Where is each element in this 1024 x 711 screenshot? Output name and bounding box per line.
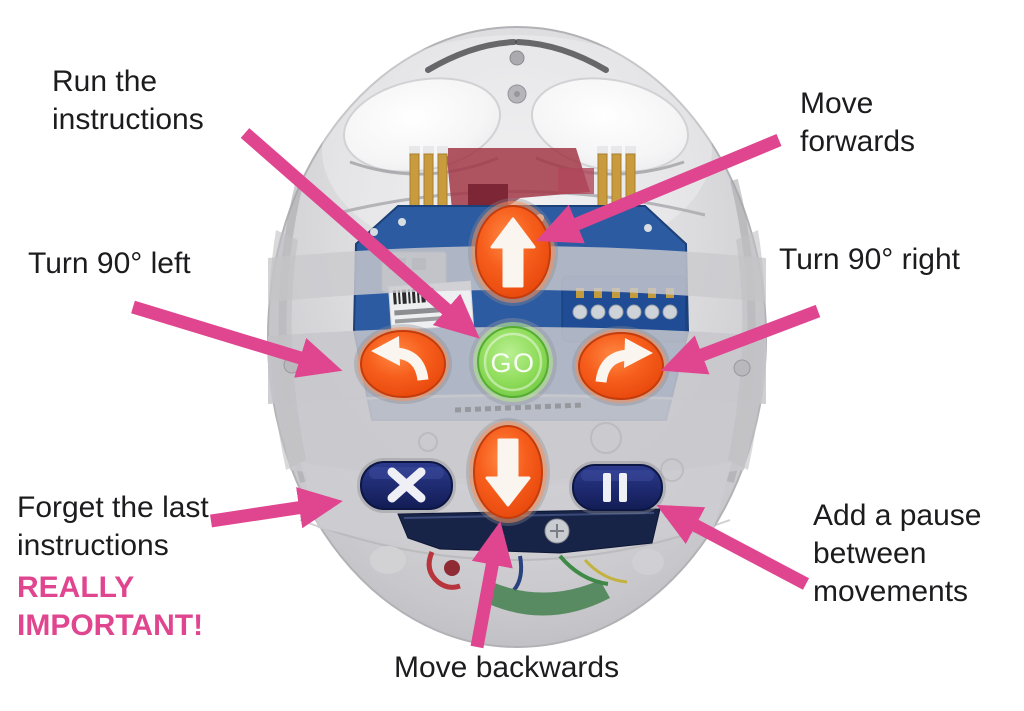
contact-pins-right [597,146,636,207]
turn-left-arrow [131,300,343,378]
turn-right-arrow [660,304,821,375]
clear-button[interactable] [357,458,456,513]
dome-bolt [509,50,525,66]
x-icon [387,467,426,503]
contact-pins-left [409,146,448,207]
label-forget-last-emphasis: REALLY IMPORTANT! [17,571,204,643]
up-arrow-icon [490,217,536,288]
turn-right-arrow-icon [595,338,653,383]
dome-vent-left [425,39,517,73]
robot-body: GO [267,26,767,648]
label-turn-left: Turn 90° left [28,247,191,280]
move-forwards-arrow [535,133,782,244]
label-add-pause: Add a pause between movements [813,499,982,608]
turn-left-button[interactable] [354,324,452,404]
down-arrow-icon [485,438,531,507]
move-backwards-arrow [470,521,513,649]
dome-bolt-center [514,91,520,97]
annotation-arrows [131,128,821,649]
label-move-forwards: Move forwards [800,87,916,158]
label-forget-last: Forget the last instructions REALLY IMPO… [17,451,209,683]
label-turn-right: Turn 90° right [779,243,960,276]
go-button[interactable]: GO [469,318,557,406]
run-instructions-arrow [240,128,480,339]
forget-last-arrow [210,487,343,529]
move-forwards-button[interactable] [468,198,558,306]
label-run-instructions: Run the instructions [52,65,204,136]
bottom-wires [370,546,664,616]
dome-vent-right [515,39,609,73]
label-move-backwards: Move backwards [394,651,620,684]
embossed-serial [454,402,586,413]
add-pause-arrow [656,504,810,590]
bottom-bumper [397,508,661,554]
turn-left-arrow-icon [371,336,429,381]
pause-icon [603,473,627,502]
go-label: GO [490,348,535,378]
pause-button[interactable] [569,461,666,514]
label-forget-last-text: Forget the last instructions [17,490,209,562]
move-backwards-button[interactable] [466,418,550,526]
turn-right-button[interactable] [572,326,670,406]
